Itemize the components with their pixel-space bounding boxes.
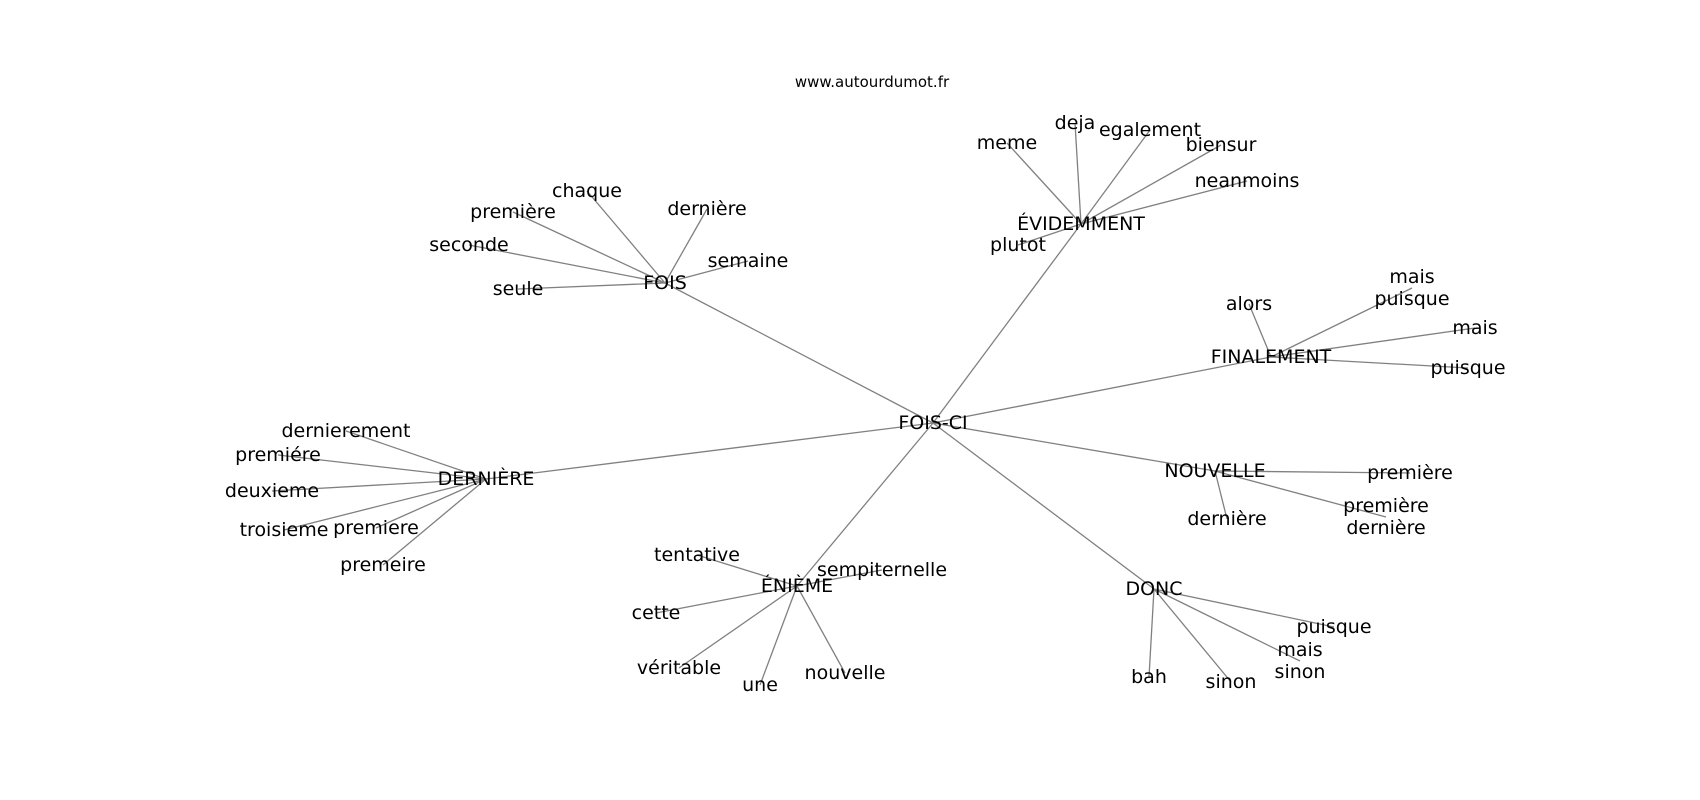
node-leaf-derniere-leaf-6: premeire	[340, 554, 426, 576]
node-hub-derniere: DERNIÈRE	[438, 467, 535, 490]
node-leaf-finalement-leaf-4: puisque	[1430, 357, 1505, 379]
node-leaf-evidemment-leaf-4: biensur	[1186, 134, 1257, 156]
node-leaf-derniere-leaf-4: troisieme	[240, 519, 329, 541]
node-leaf-fois-leaf-6: seule	[493, 278, 544, 300]
edge-evidemment-evidemment-leaf-1	[1006, 142, 1082, 225]
edge-finalement-finalement-leaf-4	[1270, 356, 1469, 369]
edge-enieme-enieme-leaf-6	[796, 585, 846, 674]
node-leaf-donc-leaf-3: bah	[1131, 666, 1167, 688]
node-leaf-derniere-leaf-5: premiere	[333, 517, 419, 539]
node-hub-enieme: ÉNIÈME	[761, 574, 833, 597]
node-leaf-fois-leaf-2: première	[470, 201, 556, 223]
node-leaf-nouvelle-leaf-1: première	[1367, 462, 1453, 484]
node-leaf-nouvelle-leaf-3: dernière	[1187, 508, 1266, 530]
edge-center-derniere	[485, 422, 934, 480]
edge-center-enieme	[796, 422, 934, 587]
node-hub-evidemment: ÉVIDEMMENT	[1017, 212, 1145, 235]
edge-center-fois	[664, 282, 934, 424]
edge-evidemment-evidemment-leaf-6	[1017, 223, 1082, 246]
node-leaf-fois-leaf-4: seconde	[429, 234, 508, 256]
node-leaf-derniere-leaf-3: deuxieme	[225, 480, 319, 502]
node-leaf-finalement-leaf-3: mais	[1452, 317, 1497, 339]
node-leaf-donc-leaf-4: sinon	[1206, 671, 1257, 693]
node-leaf-enieme-leaf-3: cette	[632, 602, 681, 624]
node-leaf-enieme-leaf-6: nouvelle	[805, 662, 886, 684]
edge-donc-donc-leaf-3	[1148, 588, 1155, 678]
node-leaf-fois-leaf-1: chaque	[552, 180, 622, 202]
node-leaf-evidemment-leaf-5: neanmoins	[1195, 170, 1300, 192]
edge-derniere-derniere-leaf-4	[283, 478, 487, 531]
edge-enieme-enieme-leaf-1	[696, 554, 798, 587]
edge-finalement-finalement-leaf-2	[1270, 287, 1413, 358]
node-leaf-evidemment-leaf-6: plutot	[990, 234, 1046, 256]
edge-fois-fois-leaf-2	[512, 211, 666, 284]
edge-center-nouvelle	[932, 422, 1216, 472]
edge-nouvelle-nouvelle-leaf-3	[1214, 470, 1228, 520]
node-leaf-enieme-leaf-4: véritable	[637, 657, 721, 679]
node-hub-nouvelle: NOUVELLE	[1164, 460, 1265, 482]
node-hub-fois: FOIS	[643, 272, 687, 294]
edge-fois-fois-leaf-1	[586, 190, 666, 284]
edge-donc-donc-leaf-4	[1153, 588, 1232, 683]
edge-derniere-derniere-leaf-5	[375, 478, 487, 529]
edge-derniere-derniere-leaf-3	[271, 478, 487, 492]
edge-evidemment-evidemment-leaf-5	[1080, 180, 1248, 225]
node-leaf-evidemment-leaf-3: egalement	[1099, 119, 1201, 141]
edge-enieme-enieme-leaf-2	[796, 569, 883, 587]
node-leaf-evidemment-leaf-2: deja	[1055, 112, 1096, 134]
edge-center-donc	[932, 422, 1155, 590]
edges-layer	[271, 122, 1476, 686]
edge-enieme-enieme-leaf-3	[655, 585, 798, 614]
edge-derniere-derniere-leaf-6	[382, 478, 487, 566]
edge-enieme-enieme-leaf-5	[759, 585, 798, 686]
edge-donc-donc-leaf-1	[1153, 588, 1335, 628]
node-hub-finalement: FINALEMENT	[1211, 346, 1332, 368]
source-caption: www.autourdumot.fr	[795, 73, 950, 91]
node-leaf-derniere-leaf-2: premiére	[235, 444, 321, 466]
node-leaf-enieme-leaf-5: une	[742, 674, 778, 696]
edge-nouvelle-nouvelle-leaf-2	[1214, 470, 1387, 518]
edge-nouvelle-nouvelle-leaf-1	[1214, 470, 1411, 474]
edge-fois-fois-leaf-3	[664, 208, 708, 284]
node-leaf-derniere-leaf-1: dernierement	[281, 420, 410, 442]
edge-fois-fois-leaf-5	[664, 260, 749, 284]
node-leaf-enieme-leaf-2: sempiternelle	[817, 559, 947, 581]
edge-finalement-finalement-leaf-1	[1248, 303, 1272, 358]
edge-fois-fois-leaf-6	[517, 282, 666, 290]
node-center-fois-ci: FOIS-CI	[898, 412, 967, 434]
edge-derniere-derniere-leaf-2	[277, 454, 487, 480]
node-leaf-enieme-leaf-1: tentative	[654, 544, 740, 566]
node-leaf-fois-leaf-3: dernière	[667, 198, 746, 220]
node-leaf-evidemment-leaf-1: meme	[977, 132, 1037, 154]
edge-evidemment-evidemment-leaf-2	[1074, 122, 1082, 225]
node-leaf-fois-leaf-5: semaine	[708, 250, 789, 272]
edge-fois-fois-leaf-4	[468, 244, 666, 284]
edge-donc-donc-leaf-2	[1153, 588, 1301, 662]
edge-evidemment-evidemment-leaf-3	[1080, 129, 1151, 225]
node-hub-donc: DONC	[1125, 578, 1182, 600]
node-leaf-finalement-leaf-1: alors	[1226, 293, 1272, 315]
edge-center-finalement	[932, 356, 1272, 424]
edge-finalement-finalement-leaf-3	[1270, 327, 1476, 358]
edge-center-evidemment	[932, 223, 1082, 424]
edge-evidemment-evidemment-leaf-4	[1080, 144, 1222, 225]
node-leaf-donc-leaf-1: puisque	[1296, 616, 1371, 638]
edge-derniere-derniere-leaf-1	[345, 430, 487, 480]
edge-enieme-enieme-leaf-4	[678, 585, 798, 669]
